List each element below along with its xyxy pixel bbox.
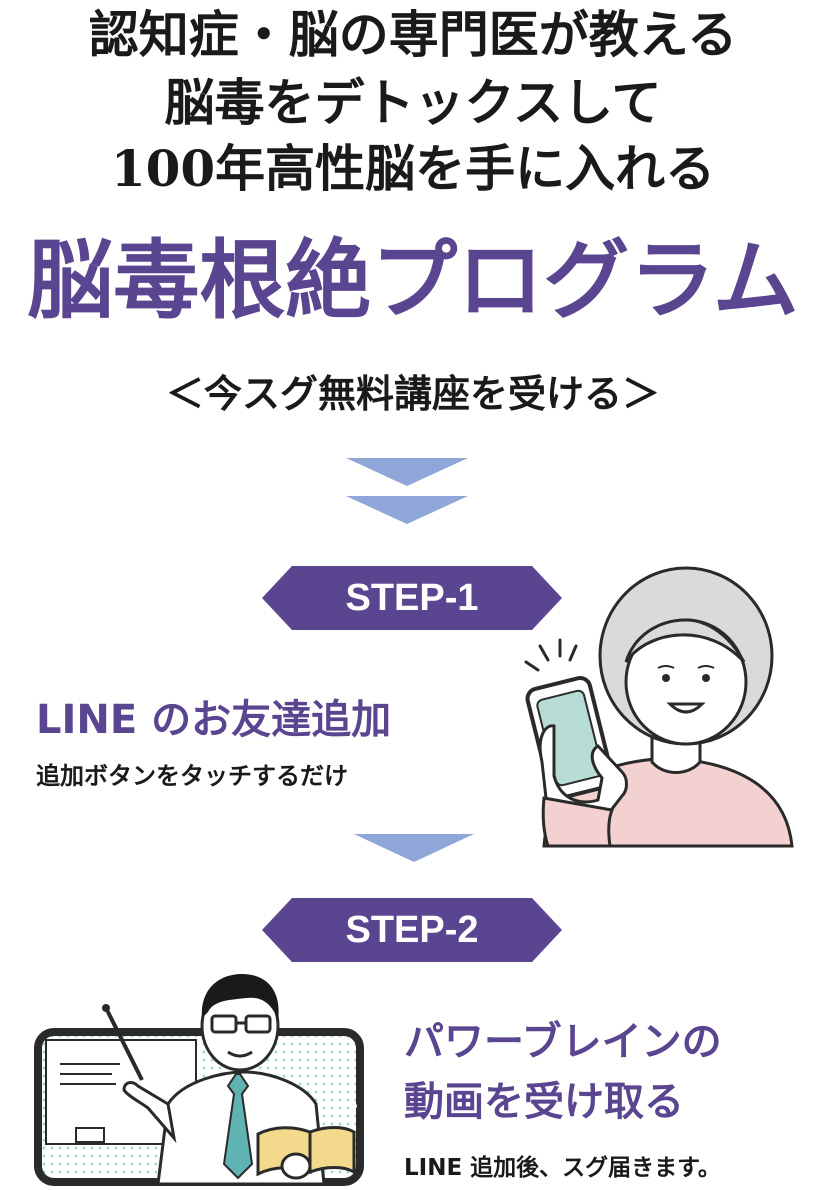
step-2-title-line-1: パワーブレインの <box>404 1019 722 1065</box>
step-1-title: LINE のお友達追加 <box>36 697 392 743</box>
cta-link[interactable]: ＜今スグ無料講座を受ける＞ <box>165 372 660 416</box>
step-1-description: 追加ボタンをタッチするだけ <box>36 762 348 790</box>
headline-line-1: 認知症・脳の専門医が教える <box>88 5 738 64</box>
step-2-description: LINE 追加後、スグ届きます。 <box>404 1155 721 1181</box>
woman-holding-smartphone-icon <box>524 566 794 848</box>
headline-line-3: 100年高性脳を手に入れる <box>110 139 716 198</box>
program-title: 脳毒根絶プログラム <box>27 230 799 331</box>
step-1-banner: STEP-1 <box>262 566 562 630</box>
step-2-title-line-2: 動画を受け取る <box>404 1079 684 1125</box>
chevron-down-icon <box>354 834 474 862</box>
man-teacher-video-icon <box>34 974 364 1186</box>
double-chevron-down-icon <box>346 458 468 524</box>
headline-line-2: 脳毒をデトックスして <box>164 73 662 132</box>
step-2-banner: STEP-2 <box>262 898 562 962</box>
